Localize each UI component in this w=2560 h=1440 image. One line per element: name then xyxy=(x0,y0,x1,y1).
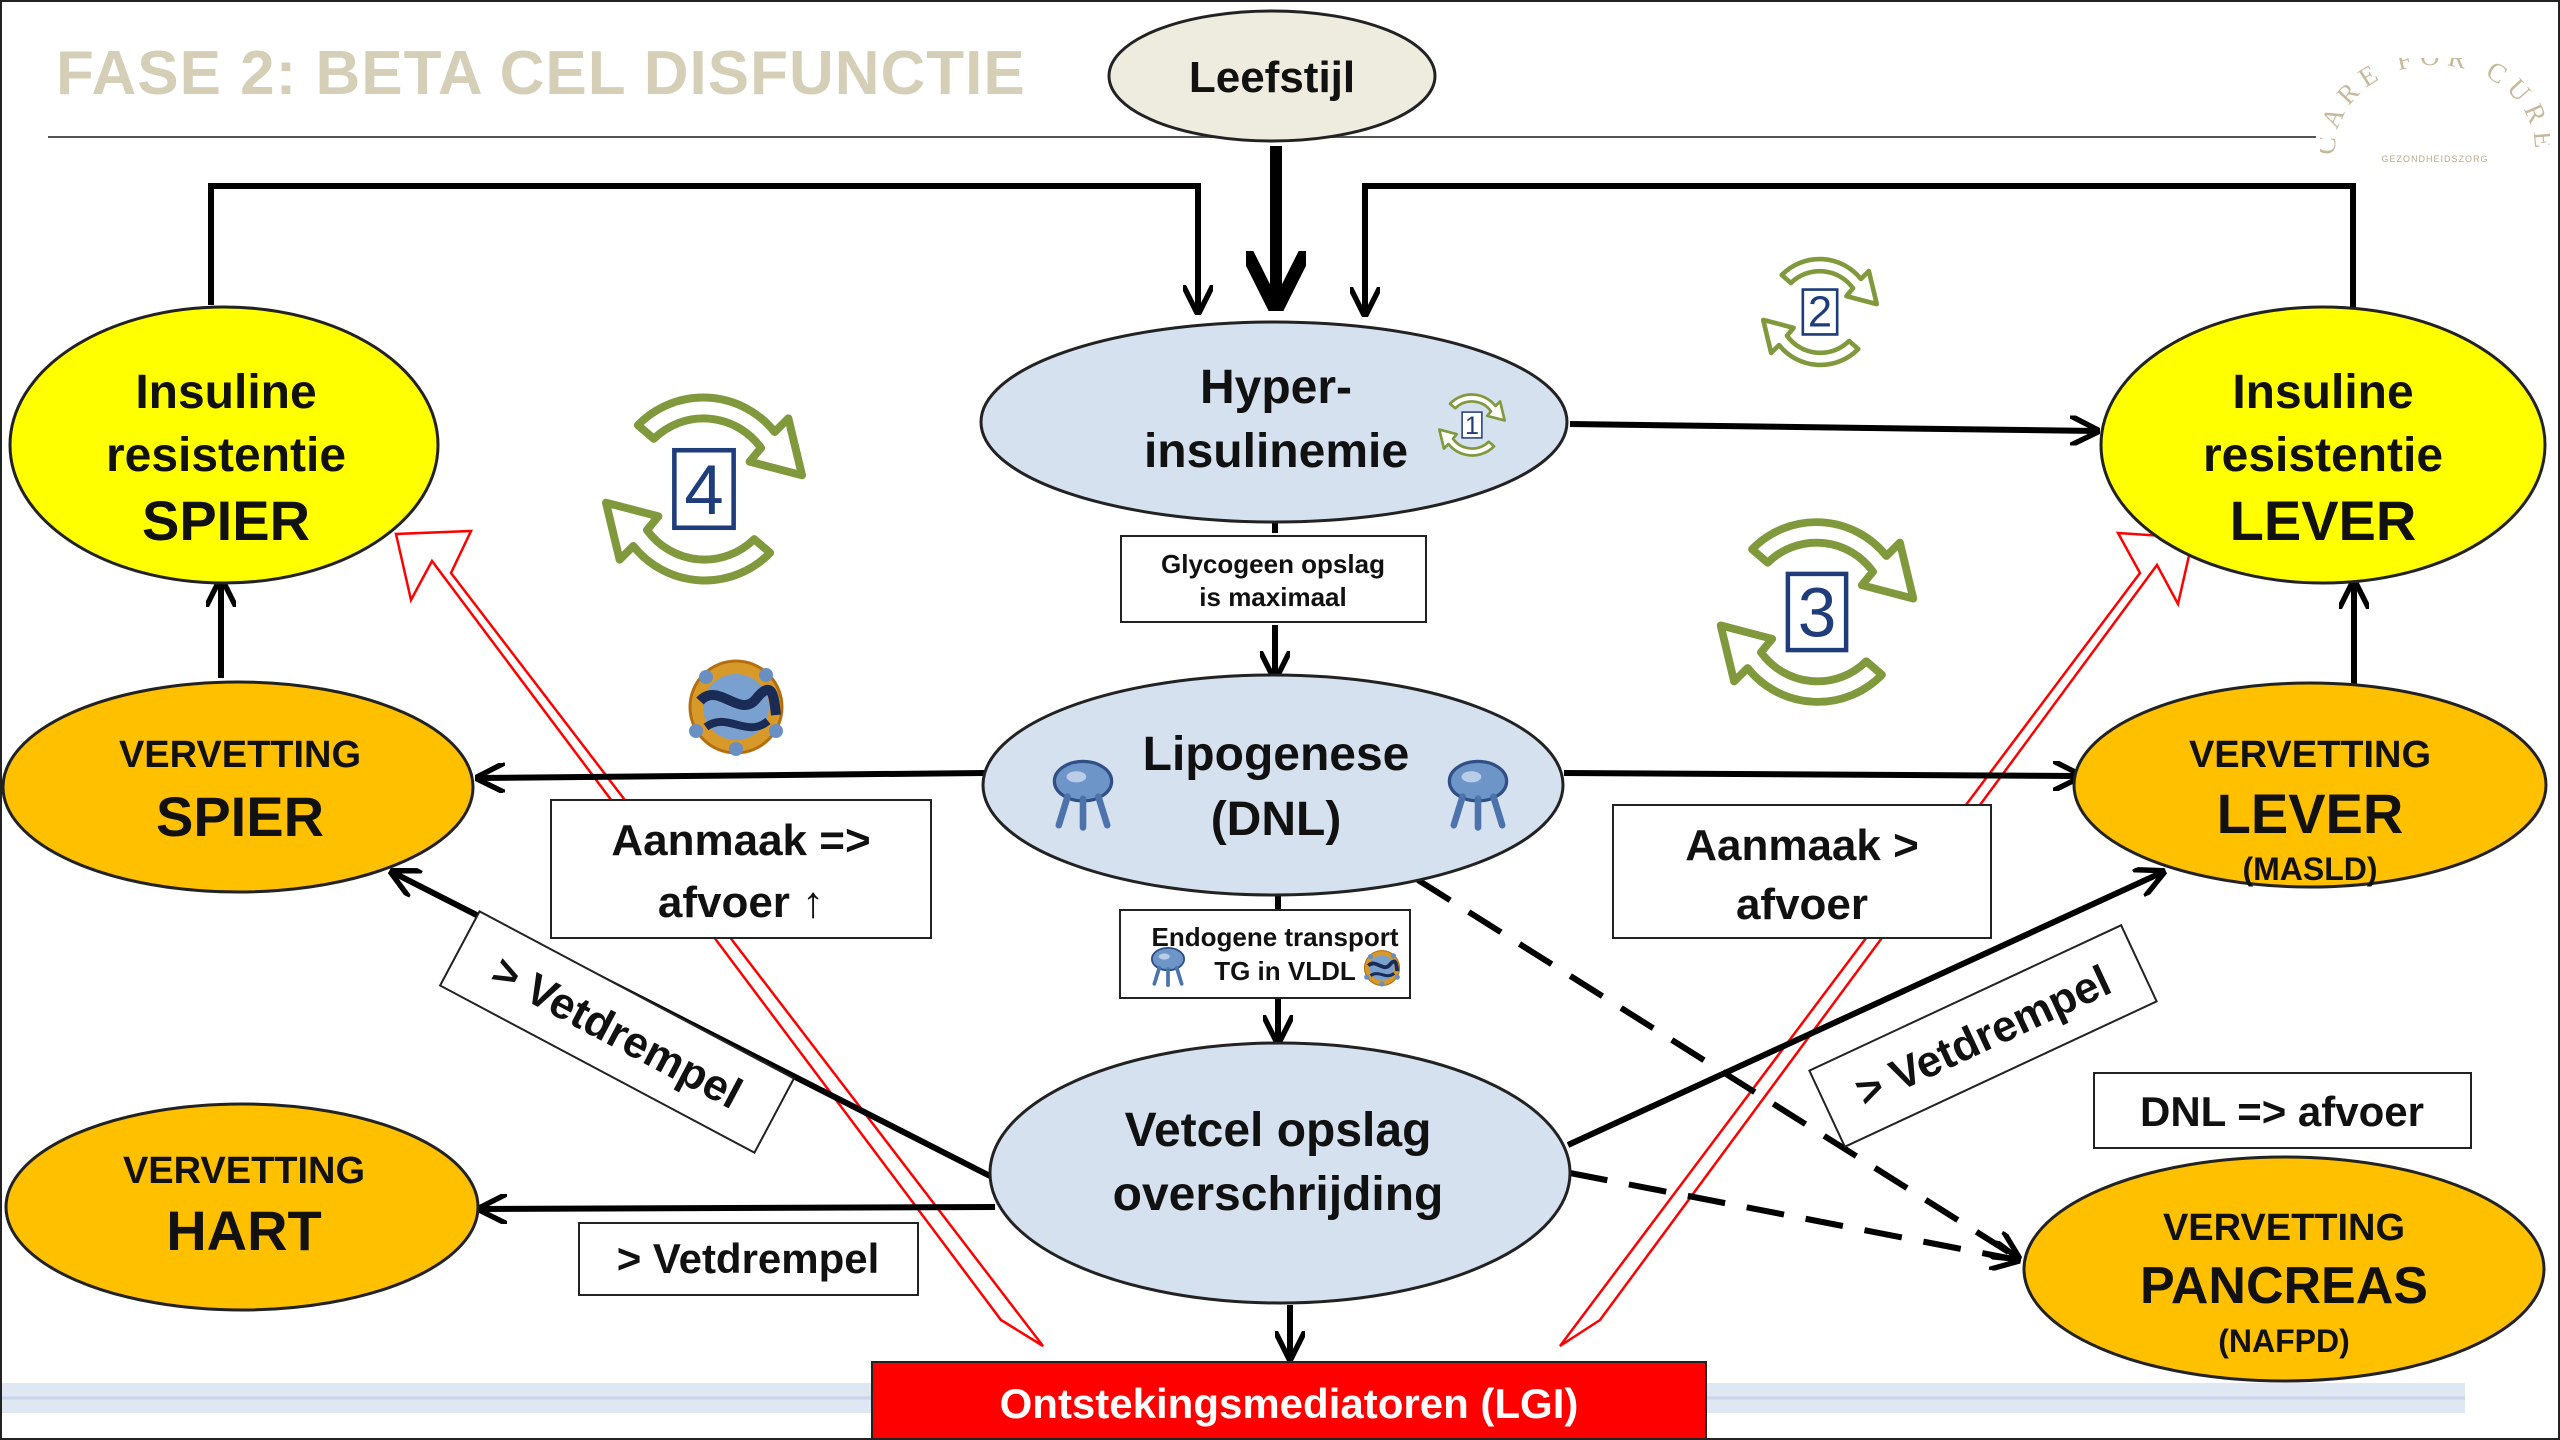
ontsteking-banner: Ontstekingsmediatoren (LGI) xyxy=(871,1361,1707,1440)
node-vervetting-spier: VERVETTING SPIER xyxy=(1,680,475,894)
svg-text:3: 3 xyxy=(1798,574,1837,652)
svg-text:2: 2 xyxy=(1808,289,1832,337)
svg-text:is maximaal: is maximaal xyxy=(1199,582,1346,612)
svg-text:LEVER: LEVER xyxy=(2230,489,2417,552)
dashed-vetcel-to-pancreas xyxy=(1569,1170,2018,1260)
svg-text:VERVETTING: VERVETTING xyxy=(119,734,361,776)
dnl-afvoer-note: DNL => afvoer xyxy=(2093,1072,2472,1149)
node-leefstijl: Leefstijl xyxy=(1107,9,1437,143)
vetdrempel-hart-note: > Vetdrempel xyxy=(578,1222,919,1296)
svg-text:Insuline: Insuline xyxy=(135,366,316,419)
svg-text:afvoer ↑: afvoer ↑ xyxy=(658,878,824,927)
svg-text:PANCREAS: PANCREAS xyxy=(2140,1257,2428,1315)
svg-text:SPIER: SPIER xyxy=(142,489,310,552)
brand-logo: CARE FOR CURE GEZONDHEIDSZORG xyxy=(2310,41,2552,188)
red-arrow-to-spier xyxy=(394,529,1044,1348)
aanmaak-spier-note: Aanmaak => afvoer ↑ xyxy=(550,799,932,939)
svg-text:> Vetdrempel: > Vetdrempel xyxy=(617,1235,880,1282)
svg-text:LEVER: LEVER xyxy=(2217,782,2404,845)
svg-text:Aanmaak =>: Aanmaak => xyxy=(611,816,870,865)
cycle-2-icon: 2 xyxy=(1763,259,1877,365)
cycle-4-icon: 4 xyxy=(606,398,802,581)
apolipoprotein-icon-left xyxy=(1054,761,1111,827)
apolipoprotein-icon-right xyxy=(1449,761,1506,827)
svg-text:overschrijding: overschrijding xyxy=(1113,1168,1444,1221)
svg-text:1: 1 xyxy=(1465,412,1479,440)
endogeen-note: Endogene transport TG in VLDL xyxy=(1119,909,1411,999)
svg-text:afvoer: afvoer xyxy=(1736,880,1868,929)
svg-text:insulinemie: insulinemie xyxy=(1144,425,1408,478)
arrow-lipo-to-vetlever xyxy=(1563,773,2080,776)
vetdrempel-spier-note: > Vetdrempel xyxy=(438,909,796,1155)
node-vervetting-lever: VERVETTING LEVER (MASLD) xyxy=(2072,681,2548,889)
page-title: FASE 2: BETA CEL DISFUNCTIE xyxy=(56,39,1026,108)
node-vervetting-hart: VERVETTING HART xyxy=(4,1102,480,1312)
svg-text:Lipogenese: Lipogenese xyxy=(1143,728,1410,781)
arrow-vetcel-to-hart xyxy=(480,1207,996,1209)
svg-text:4: 4 xyxy=(684,450,723,529)
cycle-3-icon: 3 xyxy=(1721,522,1914,702)
vldl-particle-icon xyxy=(689,661,783,756)
arrow-irspier-to-hyper xyxy=(208,183,1198,312)
node-ir-spier: Insuline resistentie SPIER xyxy=(8,305,440,585)
svg-text:(DNL): (DNL) xyxy=(1211,793,1342,846)
glycogeen-note: Glycogeen opslag is maximaal xyxy=(1120,535,1427,623)
svg-text:SPIER: SPIER xyxy=(156,785,324,848)
svg-text:Ontstekingsmediatoren (LGI): Ontstekingsmediatoren (LGI) xyxy=(1000,1380,1579,1427)
svg-text:Endogene transport: Endogene transport xyxy=(1151,922,1398,952)
node-lipogenese: Lipogenese (DNL) xyxy=(981,673,1565,897)
arrow-hyper-to-irlever xyxy=(1569,424,2097,431)
node-vervetting-pancreas: VERVETTING PANCREAS (NAFPD) xyxy=(2022,1155,2546,1383)
cycle-1-icon: 1 xyxy=(1437,393,1507,457)
arrow-irlever-to-hyper xyxy=(1365,183,2356,314)
node-ir-lever: Insuline resistentie LEVER xyxy=(2099,305,2547,585)
node-hyperinsulinemie: Hyper- insulinemie xyxy=(979,320,1569,524)
arrow-lipo-to-vetspier xyxy=(478,773,986,778)
svg-text:resistentie: resistentie xyxy=(2203,429,2443,482)
svg-text:resistentie: resistentie xyxy=(106,429,346,482)
apolipoprotein-icon-small xyxy=(1150,946,1186,987)
logo-arc: CARE FOR CURE xyxy=(2310,41,2552,156)
svg-text:(NAFPD): (NAFPD) xyxy=(2218,1323,2350,1359)
aanmaak-lever-note: Aanmaak > afvoer xyxy=(1612,804,1992,939)
leefstijl-label: Leefstijl xyxy=(1189,53,1355,102)
svg-text:VERVETTING: VERVETTING xyxy=(2189,734,2431,776)
svg-text:Insuline: Insuline xyxy=(2232,366,2413,419)
svg-text:(MASLD): (MASLD) xyxy=(2242,851,2377,887)
svg-text:Vetcel opslag: Vetcel opslag xyxy=(1125,1104,1432,1157)
svg-text:TG in VLDL: TG in VLDL xyxy=(1214,956,1356,986)
svg-text:VERVETTING: VERVETTING xyxy=(123,1150,365,1192)
logo-subtitle: GEZONDHEIDSZORG xyxy=(2381,154,2489,164)
svg-text:Aanmaak >: Aanmaak > xyxy=(1685,821,1919,870)
arrow-vetcel-to-vetlever xyxy=(1566,872,2163,1148)
svg-text:Hyper-: Hyper- xyxy=(1200,361,1352,414)
svg-text:VERVETTING: VERVETTING xyxy=(2163,1207,2405,1249)
svg-text:DNL => afvoer: DNL => afvoer xyxy=(2140,1088,2424,1135)
svg-text:Glycogeen opslag: Glycogeen opslag xyxy=(1161,549,1385,579)
svg-text:HART: HART xyxy=(166,1199,322,1262)
node-vetcel-opslag: Vetcel opslag overschrijding xyxy=(988,1041,1572,1305)
